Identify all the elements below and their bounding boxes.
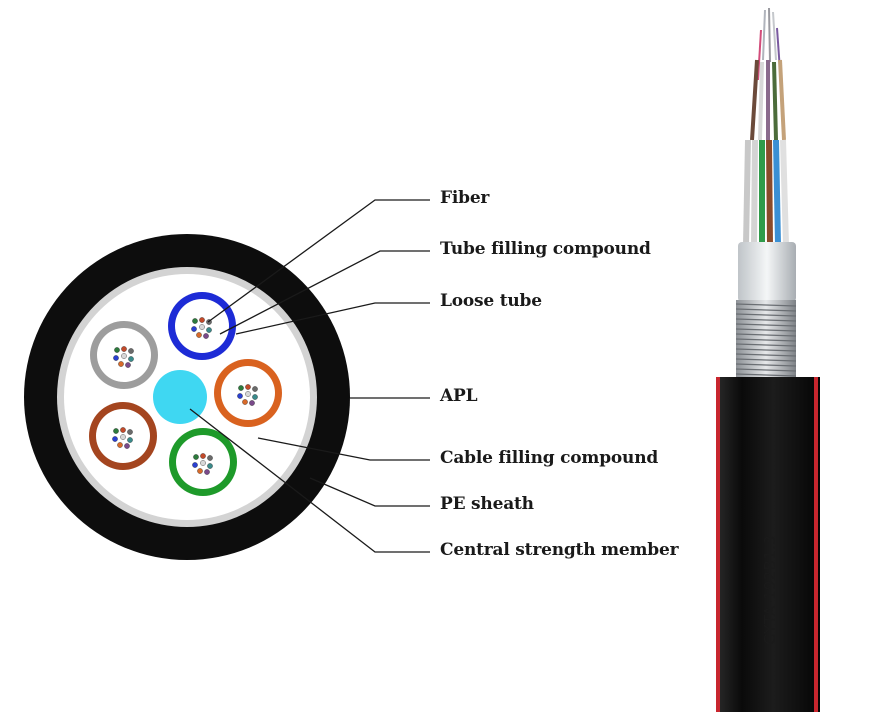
- fiber-strand: [120, 434, 126, 440]
- armor-corrugation: [735, 313, 797, 317]
- fiber-strand: [114, 347, 120, 353]
- red-stripe-left: [716, 377, 720, 712]
- leader-line-fiber: [207, 199, 430, 323]
- fiber-strand: [237, 393, 243, 399]
- label-fiber: Fiber: [440, 188, 490, 208]
- fiber-strand: [242, 399, 248, 405]
- armor-corrugation: [735, 353, 797, 357]
- fiber-strand: [120, 427, 126, 433]
- fiber-strand: [204, 469, 210, 475]
- armor-corrugation: [735, 328, 797, 332]
- fiber-strand: [127, 429, 133, 435]
- fiber-strand: [199, 317, 205, 323]
- fiber-group: [112, 317, 258, 475]
- fiber-strand: [252, 394, 258, 400]
- armor-corrugation: [735, 333, 797, 337]
- cable-print-marking: GYTA-192B1.3: [752, 505, 788, 675]
- fiber-strand: [191, 326, 197, 332]
- armor-corrugation: [735, 368, 797, 372]
- fiber-strand: [196, 332, 202, 338]
- fiber-strand: [207, 455, 213, 461]
- fiber-strand: [113, 428, 119, 434]
- fiber-strand: [193, 454, 199, 460]
- fiber-strand: [125, 362, 131, 368]
- label-central-strength-member: Central strength member: [440, 540, 679, 560]
- fiber-strand: [252, 386, 258, 392]
- fiber-strand: [128, 356, 134, 362]
- armor-corrugation: [735, 303, 797, 307]
- central-strength-member: [153, 370, 207, 424]
- label-loose-tube: Loose tube: [440, 291, 542, 311]
- armor-corrugation: [735, 343, 797, 347]
- armor-corrugation: [735, 338, 797, 342]
- armor-corrugation: [735, 323, 797, 327]
- leader-line-central-member: [189, 408, 430, 553]
- apl-tape: [738, 242, 796, 302]
- fiber-strand: [200, 460, 206, 466]
- label-pe-sheath: PE sheath: [440, 494, 534, 514]
- fiber-strand: [199, 324, 205, 330]
- armor-corrugation: [735, 373, 797, 377]
- fiber-strand: [249, 400, 255, 406]
- fiber-strand: [197, 468, 203, 474]
- fiber-strand: [112, 436, 118, 442]
- cross-section: [24, 234, 350, 560]
- label-cable-filling-compound: Cable filling compound: [440, 448, 659, 468]
- fiber-strand: [192, 462, 198, 468]
- fiber-strand: [127, 437, 133, 443]
- armor-corrugation: [735, 358, 797, 362]
- red-stripe-right: [814, 377, 818, 712]
- fiber-strand: [124, 443, 130, 449]
- exposed-tubes: [750, 59, 786, 141]
- armor: [735, 300, 797, 380]
- fiber-strand: [117, 442, 123, 448]
- fiber-strand: [121, 346, 127, 352]
- leader-line-tube-filling: [219, 250, 430, 335]
- leader-line-loose-tube: [235, 302, 430, 335]
- fiber-strand: [200, 453, 206, 459]
- fiber-strand: [207, 463, 213, 469]
- cable-photo: [716, 7, 820, 712]
- fiber-strand: [238, 385, 244, 391]
- leader-lines: [189, 199, 430, 553]
- cable-print-text: GYTA-192B1.3: [761, 535, 780, 645]
- leader-line-pe-sheath: [309, 477, 430, 507]
- label-tube-filling-compound: Tube filling compound: [440, 239, 651, 259]
- label-apl: APL: [440, 386, 478, 406]
- fiber-strand: [203, 333, 209, 339]
- armor-corrugation: [735, 308, 797, 312]
- fiber-strand: [245, 384, 251, 390]
- fiber-strand: [245, 391, 251, 397]
- exposed-fibers: [757, 7, 782, 86]
- colored-tubes: [743, 139, 789, 246]
- fiber-strand: [113, 355, 119, 361]
- outer-jacket: [716, 377, 820, 712]
- fiber-strand: [118, 361, 124, 367]
- armor-corrugation: [735, 318, 797, 322]
- leader-line-cable-filling: [257, 437, 430, 461]
- fiber-strand: [192, 318, 198, 324]
- fiber-strand: [128, 348, 134, 354]
- fiber-strand: [121, 353, 127, 359]
- armor-corrugation: [735, 348, 797, 352]
- fiber-strand: [206, 327, 212, 333]
- armor-corrugation: [735, 363, 797, 367]
